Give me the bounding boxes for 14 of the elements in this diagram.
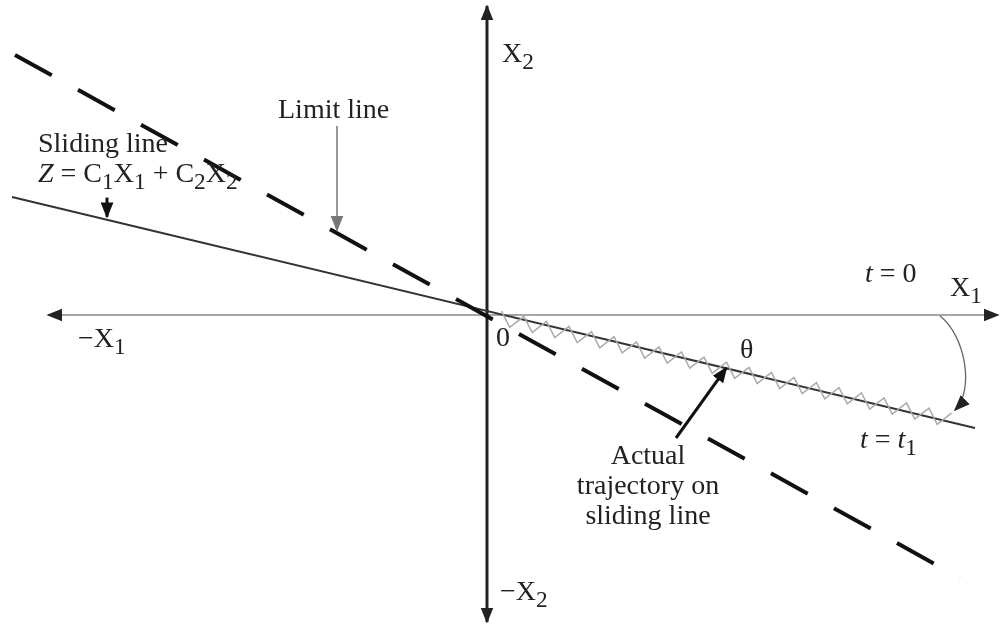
callout-label: Limit line	[278, 94, 390, 124]
callout-label: Sliding line	[38, 128, 169, 158]
angle-label: θ	[740, 334, 754, 364]
axis-label: X$_{2}$	[502, 38, 534, 76]
time-label: t = t$_{1}$	[860, 424, 918, 462]
axis-label: −X$_{1}$	[78, 323, 126, 361]
leader-arrow	[100, 197, 114, 219]
leader-arrow	[674, 366, 728, 439]
axis-label: X$_{1}$	[950, 272, 982, 310]
origin-label: 0	[496, 322, 510, 352]
callout-label: Actual trajectory on sliding line	[575, 440, 721, 530]
leader-arrow	[330, 125, 344, 232]
time-label: t = 0	[865, 258, 917, 288]
axis-label: −X$_{2}$	[500, 576, 548, 614]
